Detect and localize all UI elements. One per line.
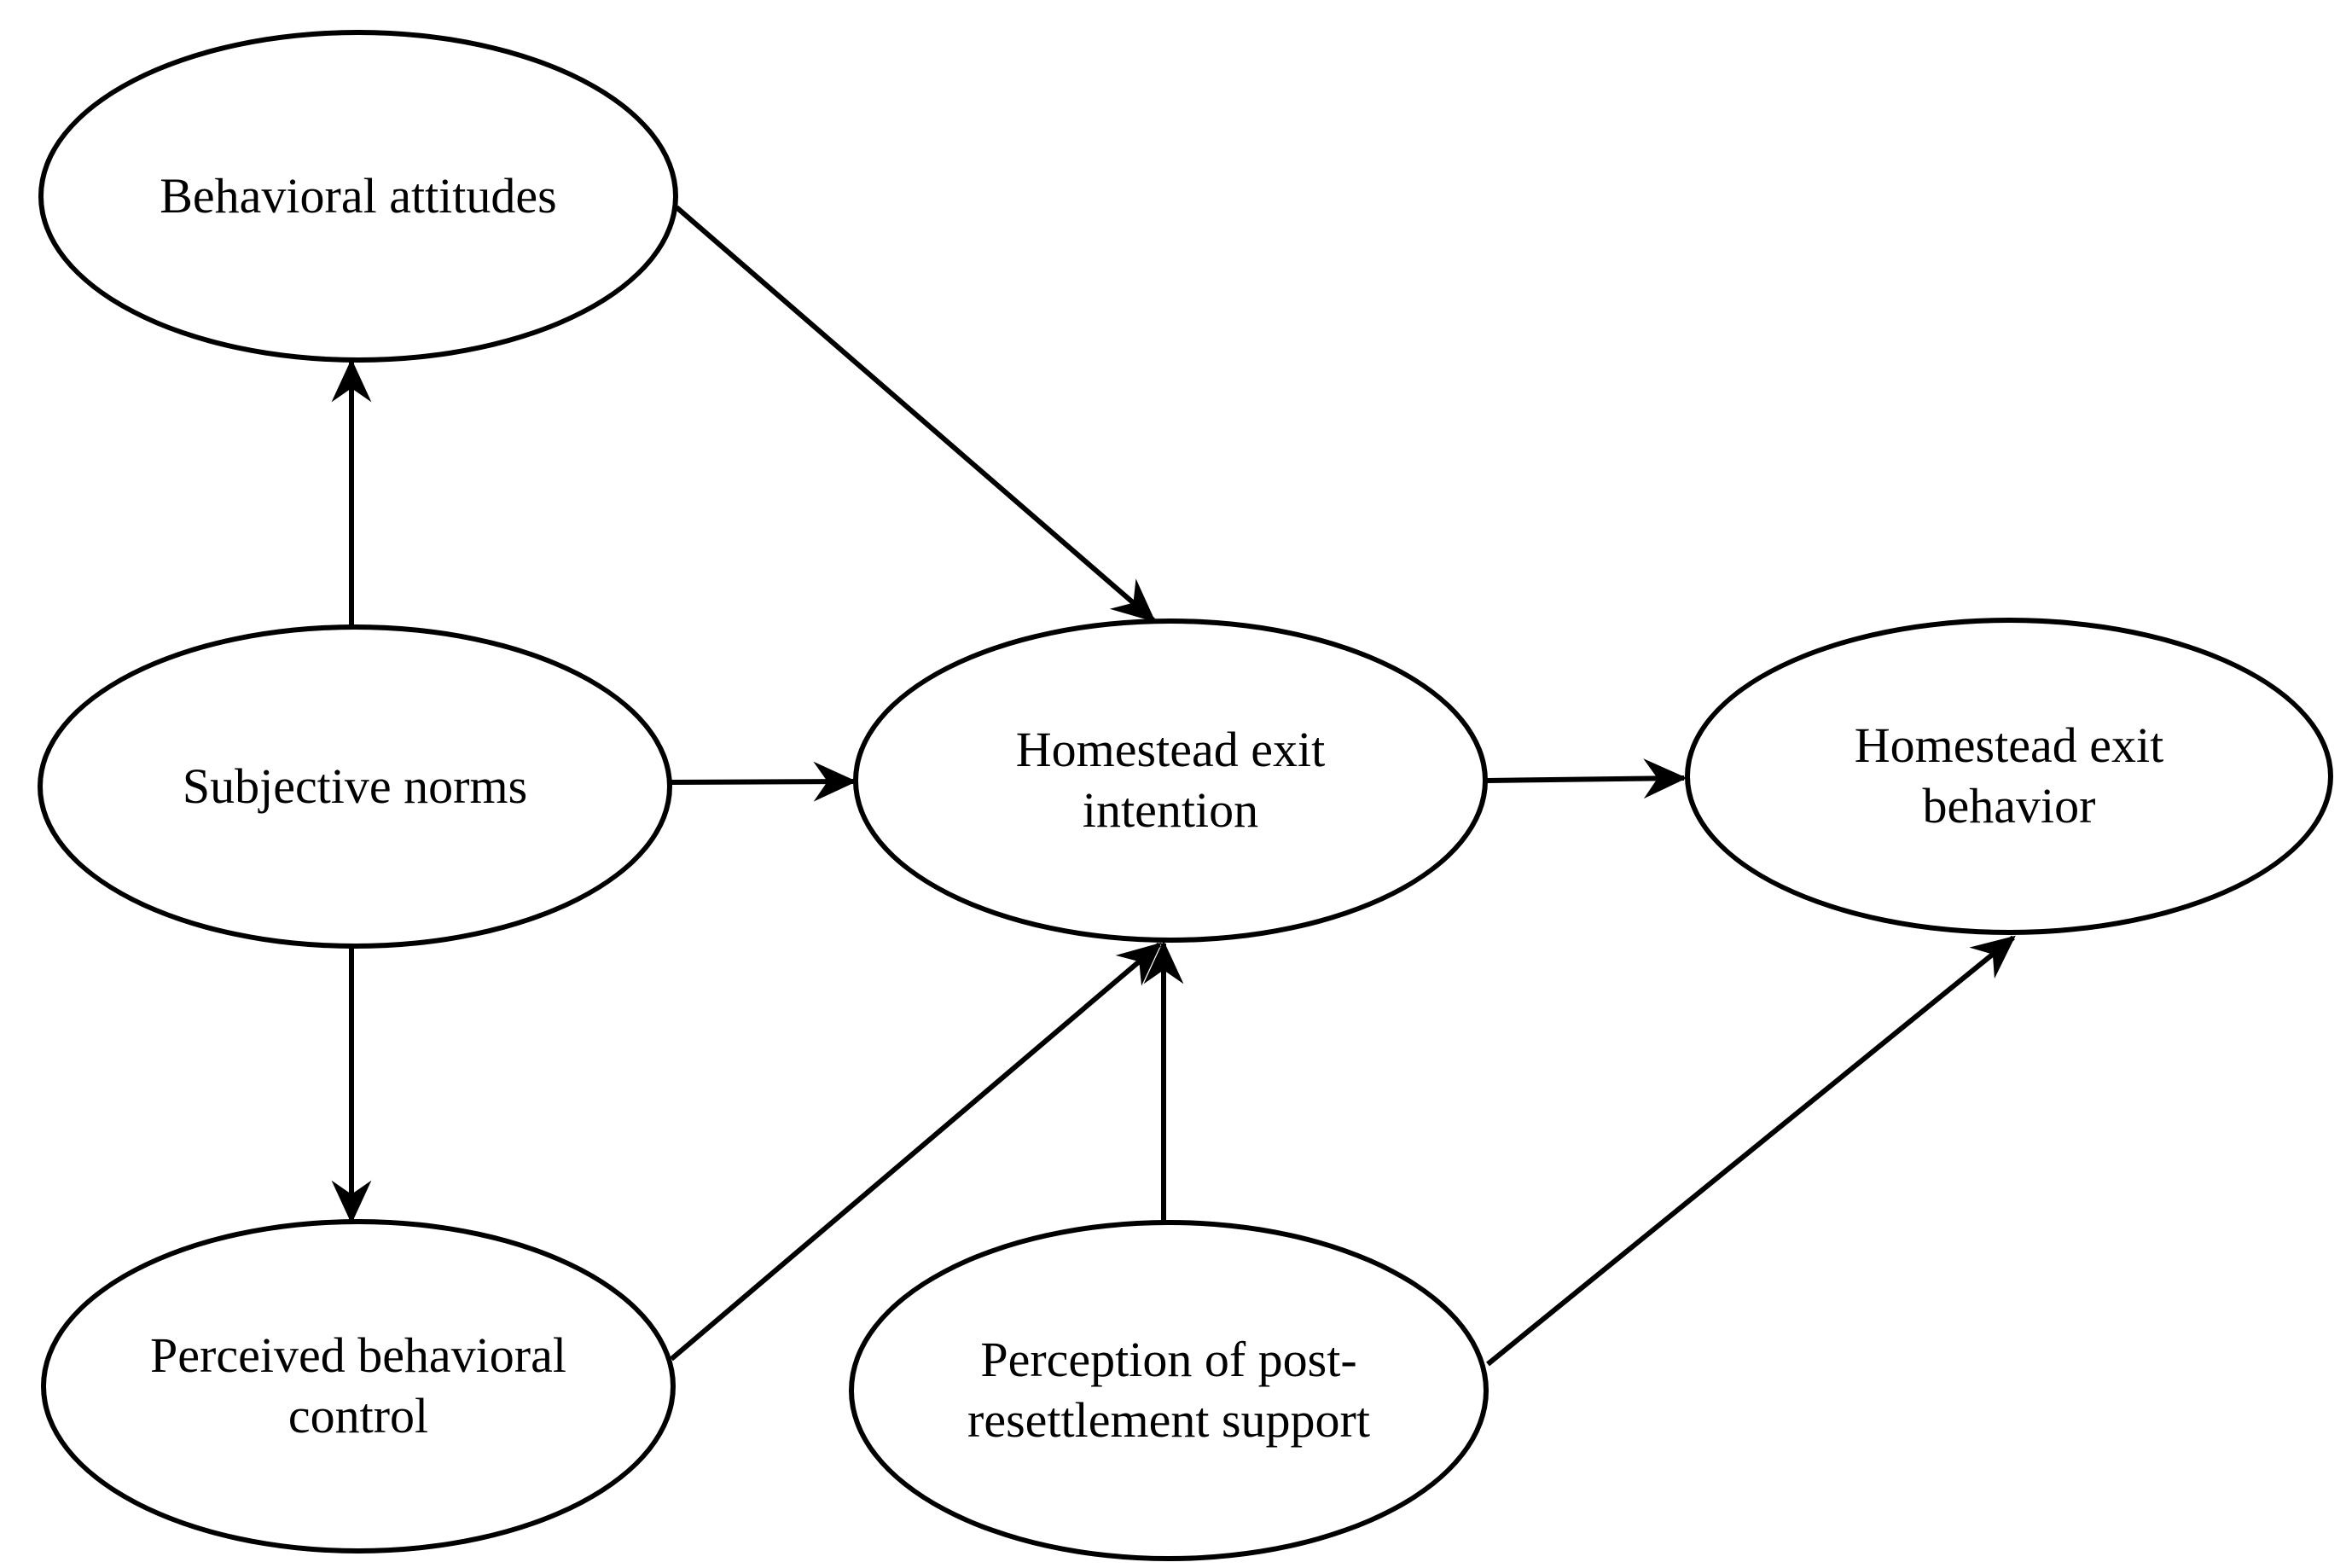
node-subjective-norms: Subjective norms <box>38 624 672 949</box>
node-homestead-exit-behavior: Homestead exit behavior <box>1685 618 2333 935</box>
arrow-behavioral-attitudes-to-homestead-exit-intention <box>675 205 1156 623</box>
node-label-homestead-exit-intention: Homestead exit intention <box>1015 722 1326 838</box>
arrow-perception-of-post-resettlement-support-to-homestead-exit-behavior <box>1486 935 2016 1367</box>
node-label-perceived-behavioral-control: Perceived behavioral control <box>150 1327 566 1443</box>
node-label-subjective-norms: Subjective norms <box>182 758 528 814</box>
node-perception-of-post-resettlement-support: Perception of post- resettlement support <box>849 1220 1489 1561</box>
node-label-homestead-exit-behavior: Homestead exit behavior <box>1854 717 2164 833</box>
node-label-perception-of-post-resettlement-support: Perception of post- resettlement support <box>967 1332 1370 1448</box>
node-perceived-behavioral-control: Perceived behavioral control <box>41 1219 676 1553</box>
node-behavioral-attitudes: Behavioral attitudes <box>38 30 678 363</box>
arrow-perceived-behavioral-control-to-homestead-exit-intention <box>670 942 1162 1362</box>
arrow-homestead-exit-intention-to-homestead-exit-behavior <box>1486 758 1687 799</box>
arrow-subjective-norms-to-homestead-exit-intention <box>670 761 857 802</box>
node-label-behavioral-attitudes: Behavioral attitudes <box>160 167 557 224</box>
node-homestead-exit-intention: Homestead exit intention <box>853 618 1488 943</box>
